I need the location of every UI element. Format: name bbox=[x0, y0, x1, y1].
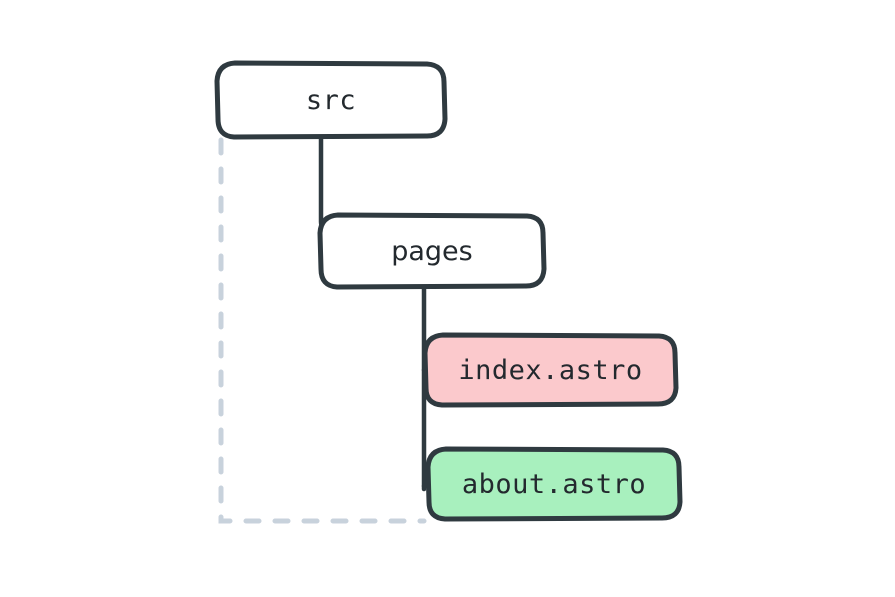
node-index-astro-shape[interactable] bbox=[422, 332, 679, 408]
node-about-astro-shape[interactable] bbox=[425, 446, 683, 522]
node-src-shape[interactable] bbox=[214, 60, 448, 140]
node-pages-shape[interactable] bbox=[317, 212, 547, 290]
dashed-guide-path bbox=[218, 137, 427, 524]
